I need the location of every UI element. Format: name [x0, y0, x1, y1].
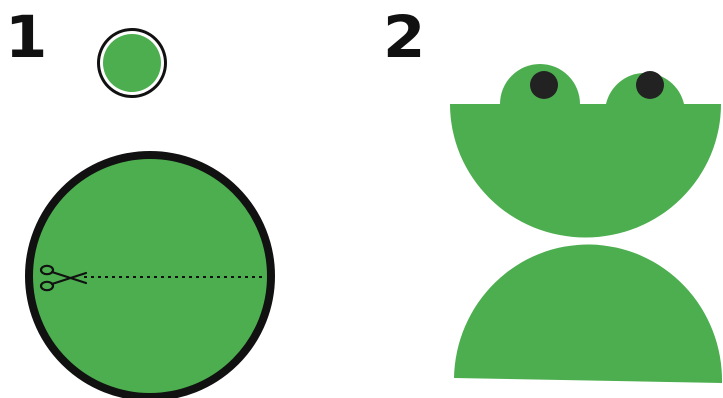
- right-eye: [606, 71, 684, 104]
- frog-head-half-circle: [450, 104, 721, 237]
- left-eye: [500, 64, 580, 104]
- small-green-circle: [97, 28, 167, 98]
- frog-body-half-circle: [454, 245, 722, 383]
